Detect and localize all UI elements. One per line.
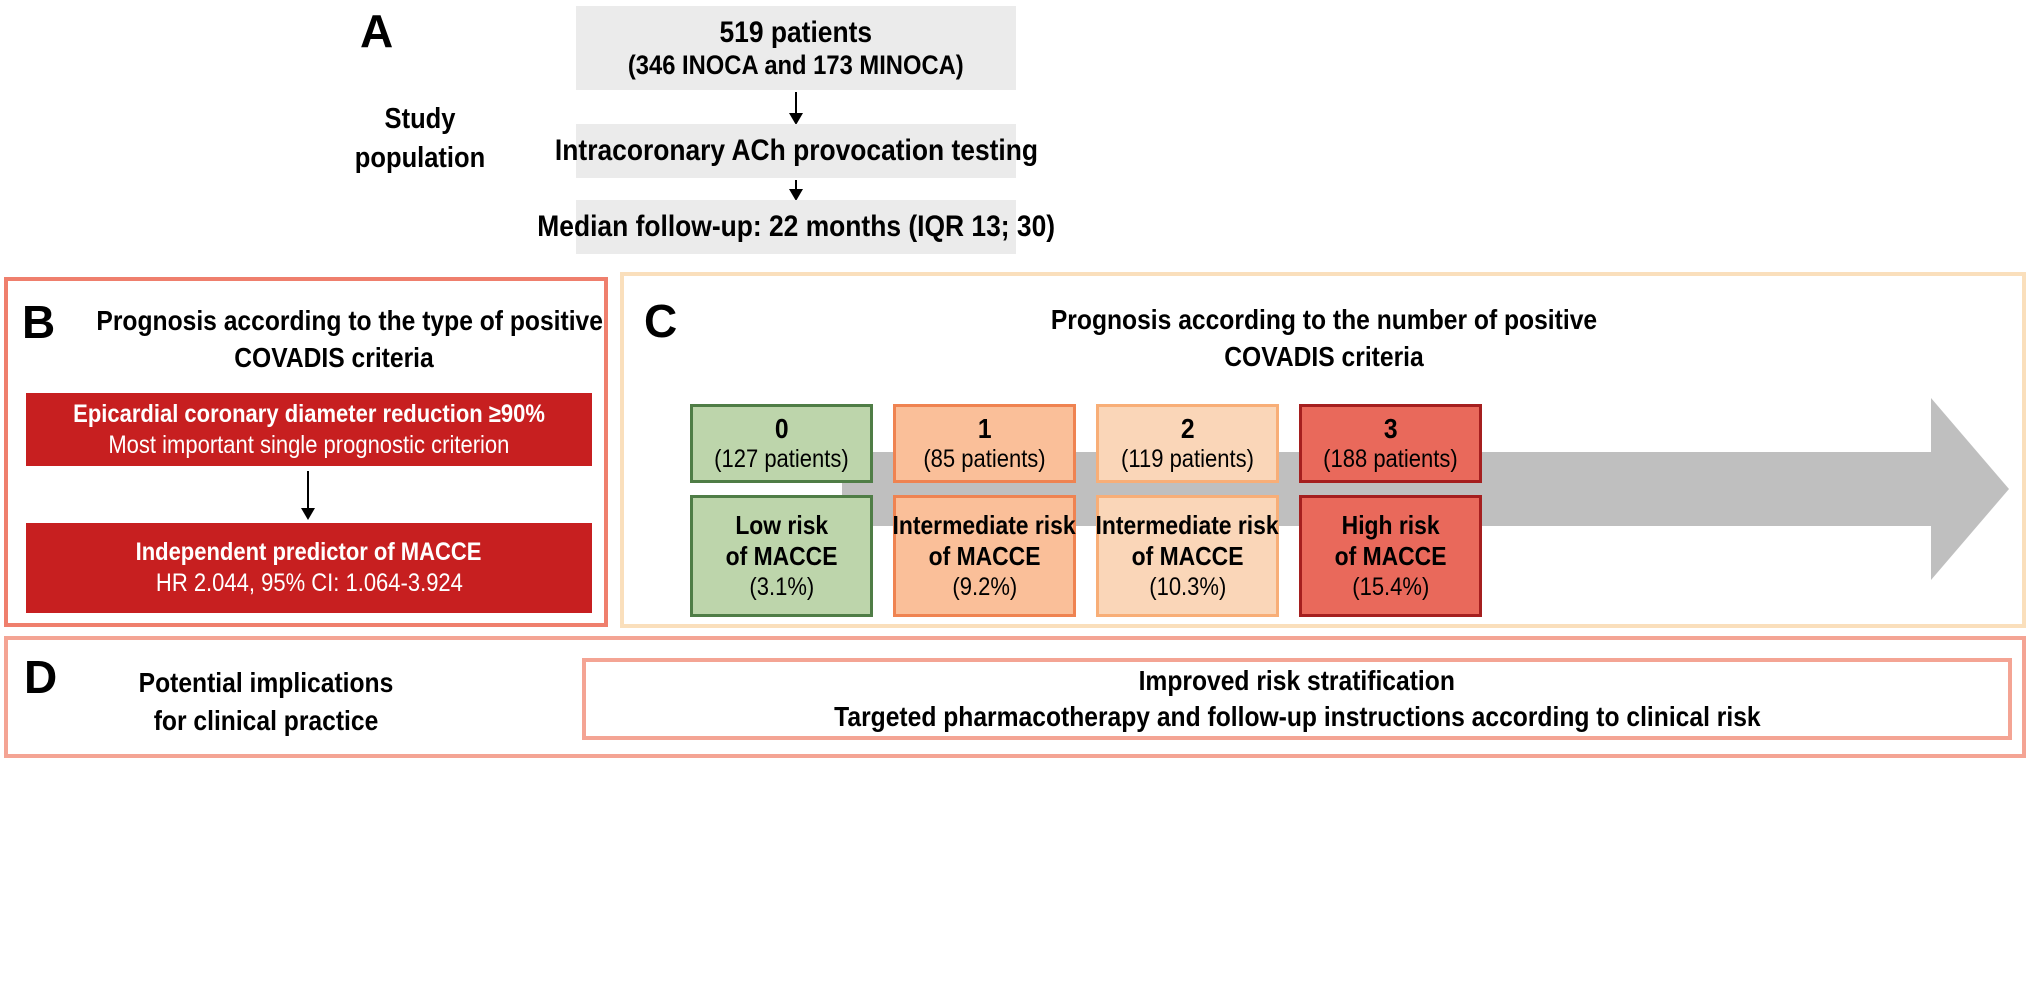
followup-label: Median follow-up: 22 months (IQR 13; 30) <box>537 210 1055 243</box>
risk-column-2: 2 (119 patients) Intermediate risk of MA… <box>1096 404 1279 617</box>
panel-d-letter: D <box>24 651 58 703</box>
panel-a-study-population: A Study population 519 patients (346 INO… <box>0 0 1340 278</box>
panel-b-title-line1: Prognosis according to the type of posit… <box>96 305 603 336</box>
risk-label-1-line1: Intermediate risk <box>892 509 1077 540</box>
panel-b-letter: B <box>22 296 56 348</box>
epicardial-criterion-box: Epicardial coronary diameter reduction ≥… <box>26 393 592 466</box>
risk-count-box-3: 3 (188 patients) <box>1299 404 1482 483</box>
arrow-down-icon <box>789 180 803 201</box>
arrow-down-icon <box>301 471 315 520</box>
provocation-testing-label: Intracoronary ACh provocation testing <box>554 134 1038 167</box>
criteria-count-2: 2 <box>1180 413 1195 444</box>
risk-count-box-1: 1 (85 patients) <box>893 404 1076 483</box>
risk-label-box-1: Intermediate risk of MACCE (9.2%) <box>893 495 1076 617</box>
risk-label-2-line2: of MACCE <box>1131 540 1244 571</box>
implications-line2: Targeted pharmacotherapy and follow-up i… <box>833 701 1761 732</box>
cohort-total: 519 patients <box>719 15 873 49</box>
panel-d-side-label-line1: Potential implications <box>138 667 394 698</box>
panel-d-implications: D Potential implications for clinical pr… <box>4 636 2026 758</box>
panel-c-title-line1: Prognosis according to the number of pos… <box>1050 304 1598 335</box>
cohort-breakdown: (346 INOCA and 173 MINOCA) <box>628 49 964 80</box>
risk-column-3: 3 (188 patients) High risk of MACCE (15.… <box>1299 404 1482 617</box>
risk-column-1: 1 (85 patients) Intermediate risk of MAC… <box>893 404 1076 617</box>
panel-d-side-label-line2: for clinical practice <box>153 704 379 736</box>
risk-label-1-line2: of MACCE <box>928 540 1041 571</box>
criteria-count-0: 0 <box>774 413 789 444</box>
independent-predictor-box: Independent predictor of MACCE HR 2.044,… <box>26 523 592 613</box>
panel-c-title: Prognosis according to the number of pos… <box>624 302 2024 376</box>
patient-count-1: (85 patients) <box>923 445 1046 473</box>
panel-b-title-line2: COVADIS criteria <box>234 341 434 373</box>
epicardial-criterion-title: Epicardial coronary diameter reduction ≥… <box>73 399 545 428</box>
risk-column-0: 0 (127 patients) Low risk of MACCE (3.1%… <box>690 404 873 617</box>
risk-label-box-3: High risk of MACCE (15.4%) <box>1299 495 1482 617</box>
risk-label-box-2: Intermediate risk of MACCE (10.3%) <box>1096 495 1279 617</box>
risk-count-box-2: 2 (119 patients) <box>1096 404 1279 483</box>
followup-box: Median follow-up: 22 months (IQR 13; 30) <box>537 200 1055 254</box>
risk-label-0-line1: Low risk <box>735 509 828 540</box>
event-rate-0: (3.1%) <box>749 573 814 602</box>
independent-predictor-stats: HR 2.044, 95% CI: 1.064-3.924 <box>155 569 463 597</box>
risk-label-0-line2: of MACCE <box>725 540 838 571</box>
independent-predictor-title: Independent predictor of MACCE <box>136 538 482 566</box>
event-rate-3: (15.4%) <box>1351 573 1430 602</box>
arrow-down-icon <box>789 92 803 125</box>
cohort-box: 519 patients (346 INOCA and 173 MINOCA) <box>576 6 1016 90</box>
panel-d-side-label: Potential implications for clinical prac… <box>86 664 446 739</box>
study-population-label: Study population <box>300 100 540 178</box>
panel-c-title-line2: COVADIS criteria <box>1224 340 1424 372</box>
study-population-label-line1: Study <box>384 103 456 135</box>
risk-label-3-line2: of MACCE <box>1334 540 1447 571</box>
risk-label-box-0: Low risk of MACCE (3.1%) <box>690 495 873 617</box>
patient-count-2: (119 patients) <box>1121 445 1254 473</box>
criteria-count-1: 1 <box>977 413 992 444</box>
panel-c-prognosis-by-number: C Prognosis according to the number of p… <box>620 272 2026 628</box>
risk-label-2-line1: Intermediate risk <box>1095 509 1280 540</box>
panel-c-letter: C <box>644 295 678 347</box>
risk-label-3-line1: High risk <box>1341 509 1440 540</box>
panel-b-title: Prognosis according to the type of posit… <box>64 303 604 377</box>
provocation-testing-box: Intracoronary ACh provocation testing <box>554 124 1038 178</box>
event-rate-1: (9.2%) <box>952 573 1017 602</box>
implications-line1: Improved risk stratification <box>1138 664 1456 696</box>
patient-count-0: (127 patients) <box>714 445 849 473</box>
event-rate-2: (10.3%) <box>1148 573 1227 602</box>
risk-count-box-0: 0 (127 patients) <box>690 404 873 483</box>
arrow-right-head-icon <box>1931 398 2009 580</box>
panel-b-prognosis-by-type: B Prognosis according to the type of pos… <box>4 277 608 627</box>
study-population-label-line2: population <box>354 141 486 174</box>
criteria-count-3: 3 <box>1383 413 1398 444</box>
patient-count-3: (188 patients) <box>1323 445 1458 473</box>
implications-box: Improved risk stratification Targeted ph… <box>582 658 2012 740</box>
panel-a-letter: A <box>360 5 394 57</box>
epicardial-criterion-subtitle: Most important single prognostic criteri… <box>108 430 510 459</box>
